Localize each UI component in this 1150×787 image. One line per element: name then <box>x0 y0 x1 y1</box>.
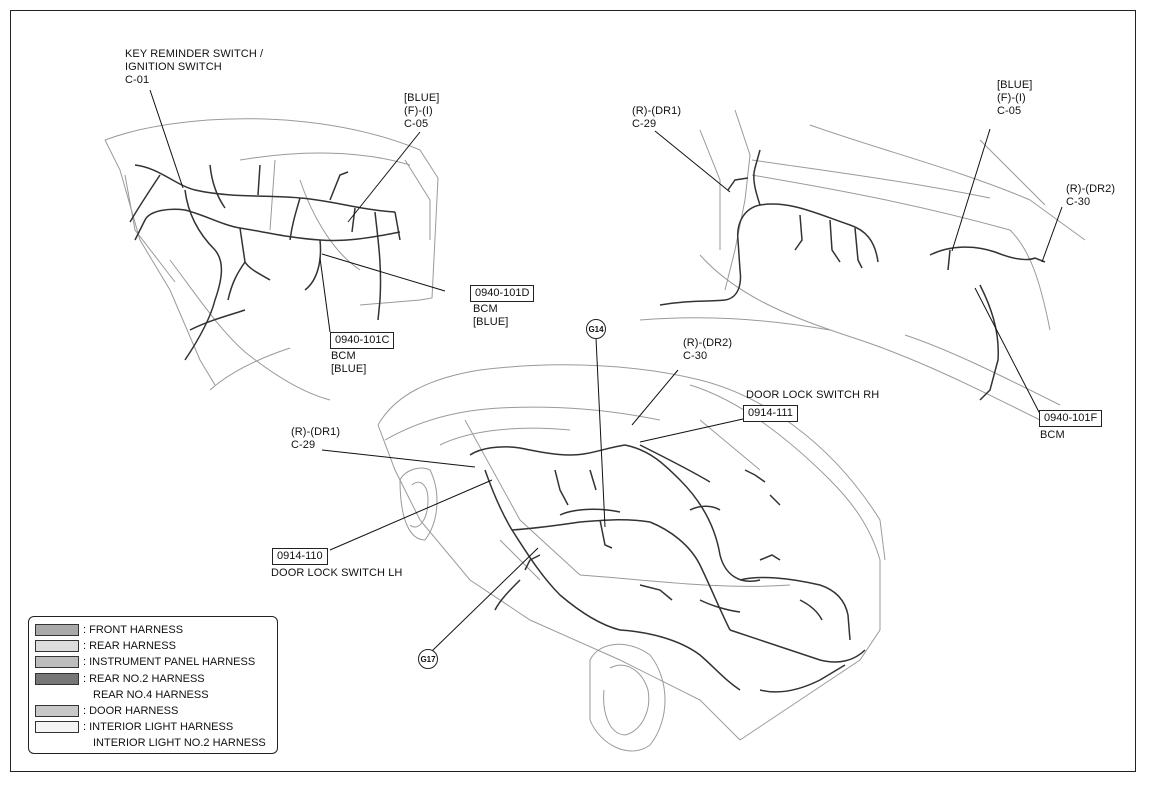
legend-label: : REAR HARNESS <box>83 640 176 653</box>
legend-row-interior-light-no2: INTERIOR LIGHT NO.2 HARNESS <box>35 735 277 751</box>
bcm-d-label: BCM [BLUE] <box>473 303 509 328</box>
door-lock-rh-label: DOOR LOCK SWITCH RH <box>746 389 880 401</box>
legend-swatch-door <box>35 704 79 717</box>
legend-label: : INSTRUMENT PANEL HARNESS <box>83 656 256 669</box>
vehicle-harness <box>469 444 866 693</box>
door-harness-right <box>659 149 1046 401</box>
legend-swatch-rear <box>35 640 79 653</box>
legend-label: : REAR NO.2 HARNESS <box>83 672 205 685</box>
legend-label: REAR NO.4 HARNESS <box>93 688 209 701</box>
legend-row-rear-no2: : REAR NO.2 HARNESS <box>35 671 277 687</box>
bcm-part-number-c: 0940-101C <box>330 332 395 349</box>
legend-row-interior-light: : INTERIOR LIGHT HARNESS <box>35 719 277 735</box>
bcm-part-number-d: 0940-101D <box>470 285 535 302</box>
r-dr1-callout-top: (R)-(DR1) C-29 <box>632 105 682 130</box>
legend-swatch-instrument <box>35 656 79 669</box>
ground-g17-marker: G17 <box>418 649 438 669</box>
bcm-c-label: BCM [BLUE] <box>331 350 367 375</box>
dashboard-illustration <box>104 118 439 401</box>
instrument-panel-harness <box>129 164 401 361</box>
lh-switch-part-number: 0914-110 <box>272 548 328 565</box>
legend-swatch-front <box>35 624 79 636</box>
pillar-illustration <box>639 109 1086 421</box>
legend-row-door: : DOOR HARNESS <box>35 703 277 719</box>
leader-lines <box>149 89 1063 652</box>
bcm-part-number-f: 0940-101F <box>1039 410 1103 427</box>
r-dr2-callout-right: (R)-(DR2) C-30 <box>1066 183 1116 208</box>
legend-row-rear: : REAR HARNESS <box>35 638 277 654</box>
legend-label: : FRONT HARNESS <box>83 624 184 636</box>
legend-label: : INTERIOR LIGHT HARNESS <box>83 721 234 734</box>
harness-legend: : FRONT HARNESS : REAR HARNESS : INSTRUM… <box>28 616 278 754</box>
car-body-illustration <box>377 364 886 752</box>
legend-label: INTERIOR LIGHT NO.2 HARNESS <box>93 737 266 750</box>
bcm-f-label: BCM <box>1040 429 1065 441</box>
legend-row-rear-no4: REAR NO.4 HARNESS <box>35 687 277 703</box>
door-lock-lh-label: DOOR LOCK SWITCH LH <box>271 567 403 579</box>
ground-g14-marker: G14 <box>586 319 606 339</box>
legend-swatch-interior-light <box>35 721 79 734</box>
legend-label: : DOOR HARNESS <box>83 704 179 717</box>
legend-swatch-rear-no2 <box>35 672 79 685</box>
r-dr2-callout-mid: (R)-(DR2) C-30 <box>683 337 733 362</box>
blue-c05-callout-right: [BLUE] (F)-(I) C-05 <box>997 79 1033 117</box>
legend-row-instrument: : INSTRUMENT PANEL HARNESS <box>35 654 277 670</box>
r-dr1-callout-left: (R)-(DR1) C-29 <box>291 426 341 451</box>
rh-switch-part-number: 0914-111 <box>743 405 798 422</box>
diagram-frame <box>10 10 1136 772</box>
legend-row-front: : FRONT HARNESS <box>35 622 277 638</box>
key-reminder-callout: KEY REMINDER SWITCH / IGNITION SWITCH C-… <box>125 48 264 86</box>
blue-c05-callout-left: [BLUE] (F)-(I) C-05 <box>404 92 440 130</box>
